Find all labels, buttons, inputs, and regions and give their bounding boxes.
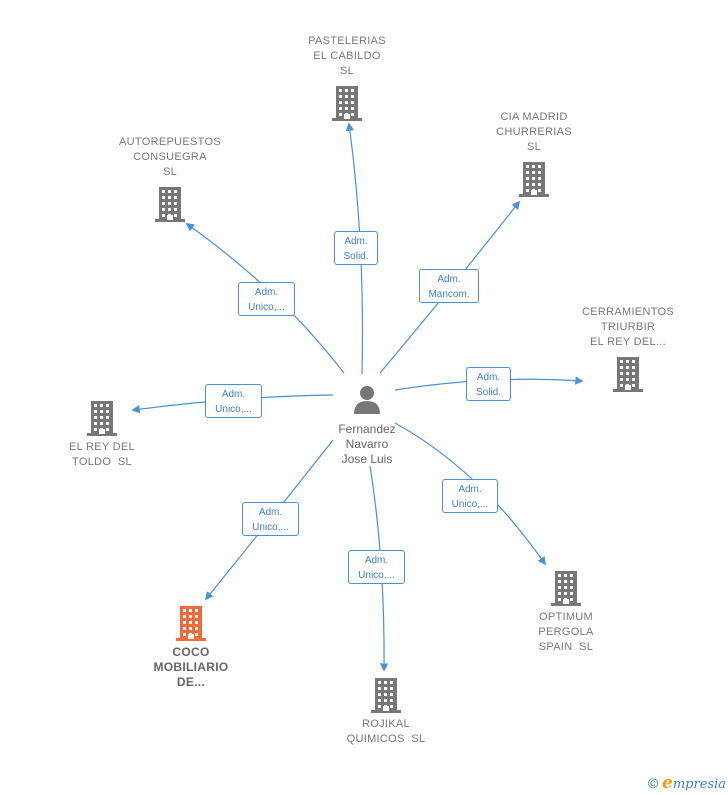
copyright-symbol: ©: [647, 775, 659, 791]
person-icon: [354, 386, 380, 414]
relation-badge-autorepuestos[interactable]: Adm. Unico,...: [238, 282, 295, 316]
relation-badge-el-rey-toldo[interactable]: Adm. Unico,...: [205, 384, 262, 418]
building-icon: [551, 571, 581, 606]
company-name: ROJIKAL QUIMICOS SL: [346, 718, 426, 745]
company-name: COCO MOBILIARIO DE...: [153, 645, 229, 689]
relation-badge-cerramientos[interactable]: Adm. Solid.: [466, 367, 511, 401]
building-icon: [176, 606, 206, 641]
company-name: EL REY DEL TOLDO SL: [69, 441, 135, 468]
company-node-el-rey-toldo[interactable]: EL REY DEL TOLDO SL: [52, 400, 152, 470]
relation-badge-pastelerias[interactable]: Adm. Solid.: [334, 231, 378, 265]
building-icon: [155, 187, 185, 222]
building-icon: [371, 678, 401, 713]
company-node-cerramientos[interactable]: CERRAMIENTOS TRIURBIR EL REY DEL...: [572, 305, 684, 392]
building-icon: [332, 86, 362, 121]
company-name: PASTELERIAS EL CABILDO SL: [308, 35, 386, 77]
company-node-optimum[interactable]: OPTIMUM PERGOLA SPAIN SL: [516, 570, 616, 655]
relation-badge-rojikal[interactable]: Adm. Unico,...: [348, 550, 405, 584]
company-node-rojikal[interactable]: ROJIKAL QUIMICOS SL: [334, 677, 438, 747]
building-icon: [613, 357, 643, 392]
center-person-node[interactable]: Fernandez Navarro Jose Luis: [327, 384, 407, 467]
company-node-cia-madrid[interactable]: CIA MADRID CHURRERIAS SL: [483, 110, 585, 197]
relation-badge-cia-madrid[interactable]: Adm. Mancom.: [419, 269, 479, 303]
company-node-autorepuestos[interactable]: AUTOREPUESTOS CONSUEGRA SL: [110, 135, 230, 222]
relation-badge-optimum[interactable]: Adm. Unico,...: [442, 479, 498, 513]
company-node-pastelerias[interactable]: PASTELERIAS EL CABILDO SL: [296, 34, 398, 121]
company-name: AUTOREPUESTOS CONSUEGRA SL: [119, 136, 221, 178]
person-name: Fernandez Navarro Jose Luis: [338, 422, 396, 466]
company-name: CIA MADRID CHURRERIAS SL: [496, 111, 572, 153]
company-name: CERRAMIENTOS TRIURBIR EL REY DEL...: [581, 306, 675, 348]
relation-badge-coco[interactable]: Adm. Unico,...: [242, 502, 299, 536]
brand-logo-text: mpresia: [672, 777, 726, 792]
company-name: OPTIMUM PERGOLA SPAIN SL: [538, 611, 594, 653]
building-icon: [519, 162, 549, 197]
company-node-coco[interactable]: COCO MOBILIARIO DE...: [141, 605, 241, 690]
brand-footer: © empresia: [648, 773, 726, 793]
building-icon: [87, 401, 117, 436]
brand-logo-initial: e: [662, 773, 673, 793]
